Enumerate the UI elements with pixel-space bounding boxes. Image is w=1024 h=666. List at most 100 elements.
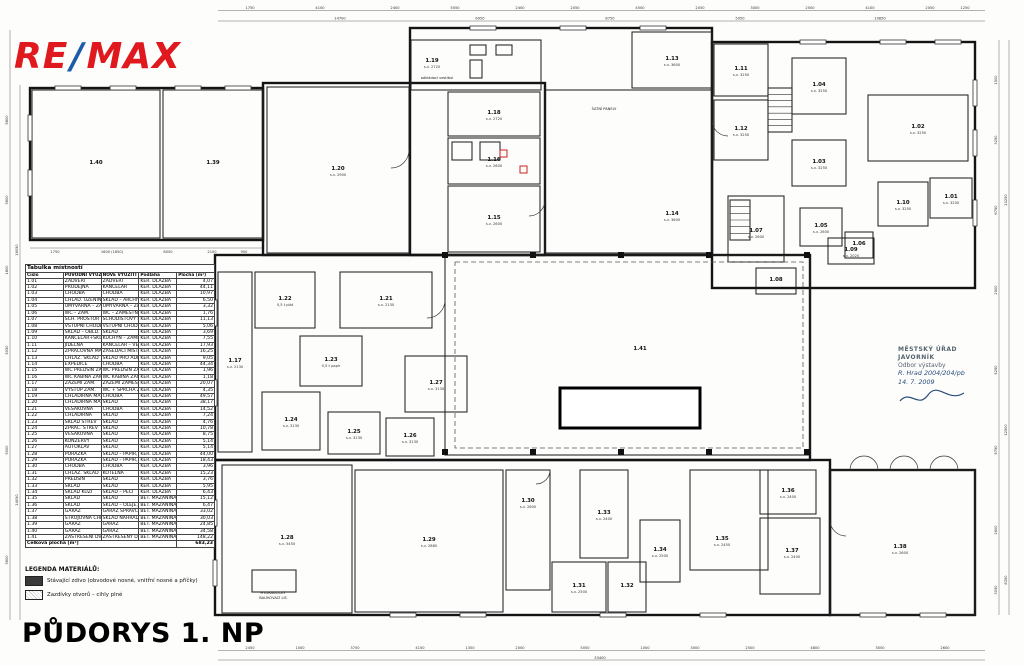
room-cell: BET. MAZANINA: [138, 508, 178, 516]
room-label: 1.10: [896, 200, 910, 206]
room-cell: KUCHYŇ – ZAMĚSTNANCI: [100, 335, 140, 343]
room-label: 1.14: [665, 211, 679, 217]
room-1.22: [254, 271, 316, 329]
room-sublabel: s.v. 3200: [943, 201, 960, 205]
room-1.27: [404, 355, 468, 413]
dimension-text: 1800: [5, 265, 9, 275]
room-label: 1.17: [228, 358, 242, 364]
room-1.17: [217, 271, 253, 453]
dimension-text: 3000: [690, 646, 700, 650]
dimension-text: 3750: [350, 646, 360, 650]
room-cell: VĚŠÁKOVNA: [62, 405, 102, 414]
window-symbol: [972, 129, 978, 157]
dimension-text: 5250: [994, 365, 998, 375]
room-cell: 30,03: [176, 514, 215, 523]
room-sublabel: s.v. 2600: [486, 222, 503, 226]
stamp-office-line2: JAVORNÍK: [898, 353, 935, 361]
room-cell: BET. MAZANINA: [138, 514, 178, 523]
room-cell: KER. DLAŽBA: [138, 335, 178, 343]
window-symbol: [389, 612, 417, 618]
room-cell: WC + SPRCHA ZAMĚSTNANCI: [100, 386, 140, 395]
room-cell: KER. DLAŽBA: [138, 373, 178, 382]
room-label: 1.03: [812, 159, 826, 165]
room-sublabel: 0,5 t plát: [277, 303, 294, 307]
room-label: 1.41: [633, 346, 647, 352]
dimension-text: 9000: [5, 445, 9, 455]
room-cell: KER. DLAŽBA: [138, 412, 178, 420]
room-cell: KER. DLAŽBA: [138, 284, 178, 292]
column-symbol: [442, 449, 448, 455]
room-label: 1.38: [893, 544, 907, 550]
room-1.38: [829, 469, 976, 616]
room-cell: KER. DLAŽBA: [138, 277, 178, 286]
marker-symbol: [499, 149, 508, 158]
room-1.35: [689, 469, 769, 571]
room-cell: SKLAD – PECÍ: [100, 489, 140, 497]
total-label: Celková plocha [m²]: [24, 540, 178, 548]
room-1.06: [844, 231, 874, 259]
room-sublabel: s.v. 2720: [424, 65, 441, 69]
room-cell: VSTUPNÍ CHODBA: [100, 322, 140, 330]
room-cell: WC KABINA ZAMĚSTNANCI: [100, 373, 140, 382]
room-cell: UMÝVÁRNA – ZAMĚSTNANCI: [100, 303, 140, 311]
dimension-text: 2400: [390, 6, 400, 10]
room-1.34: [639, 519, 681, 583]
room-sublabel: s.v. 2600: [813, 230, 830, 234]
dimension-text: 3000: [750, 6, 760, 10]
door-arc: [528, 199, 546, 217]
room-sublabel: s.v. 2400: [780, 495, 797, 499]
logo-max: MAX: [86, 36, 181, 77]
dimension-text: 1000: [295, 646, 305, 650]
dimension-text: 10250: [1004, 194, 1008, 206]
room-cell: BET. MAZANINA: [138, 527, 178, 535]
room-sublabel: s.v. 3600: [664, 63, 681, 67]
building-outline: [213, 458, 832, 617]
room-cell: KER. DLAŽBA: [138, 386, 178, 395]
column-symbol: [530, 449, 536, 455]
dimension-text: 5050: [450, 6, 460, 10]
room-sublabel: s.v. 2600: [748, 235, 765, 239]
room-cell: KER. DLAŽBA: [138, 328, 178, 337]
room-label: 1.06: [852, 241, 866, 247]
window-symbol: [212, 559, 218, 587]
dimension-text: 8750: [605, 17, 615, 21]
dimension-text: 10850: [874, 17, 886, 21]
dimension-text: 12500: [1004, 424, 1008, 436]
dimension-text: 1250: [960, 6, 970, 10]
approval-stamp: MĚSTSKÝ ÚŘAD JAVORNÍK Odbor výstavby R. …: [898, 346, 998, 407]
wall-swatch-icon: [25, 576, 43, 586]
dimension-text: 2500: [745, 646, 755, 650]
room-1.03: [791, 139, 847, 187]
room-sublabel: s.v. 3250: [733, 133, 750, 137]
room-cell: KER. DLAŽBA: [138, 431, 178, 439]
window-symbol: [972, 199, 978, 227]
room-sublabel: s.v. 2400: [784, 555, 801, 559]
room-cell: CHLADÍRNA: [62, 412, 102, 420]
room-1.26: [385, 417, 435, 457]
room-sublabel: s.v. 3130: [402, 440, 419, 444]
room-cell: WC PŘEDSÍŇ ZAM.: [62, 367, 102, 375]
logo-slash-icon: /: [70, 36, 85, 77]
room-sublabel: s.v. 3250: [811, 89, 828, 93]
door-arc: [711, 119, 729, 137]
room-label: 1.29: [422, 537, 436, 543]
door-arc: [889, 455, 919, 471]
building-outline: [213, 253, 812, 462]
room-sublabel: s.v. 2020: [843, 254, 860, 258]
dimension-text: 2050: [925, 6, 935, 10]
room-cell: KER. DLAŽBA: [138, 316, 178, 324]
room-cell: ZASTŘEŠENÝ DVŮR: [100, 533, 140, 542]
room-cell: SCHODIŠŤOVÝ PROSTOR: [100, 316, 140, 324]
room-label: 1.32: [620, 583, 634, 589]
room-label: 1.23: [324, 357, 338, 363]
room-cell: ZÁDVEŘÍ: [62, 277, 102, 286]
window-symbol: [224, 85, 252, 91]
room-cell: 24,85: [176, 521, 215, 529]
room-sublabel: s.v. 3250: [811, 166, 828, 170]
room-1.39: [162, 89, 264, 239]
dimension-text: 2600: [994, 525, 998, 535]
